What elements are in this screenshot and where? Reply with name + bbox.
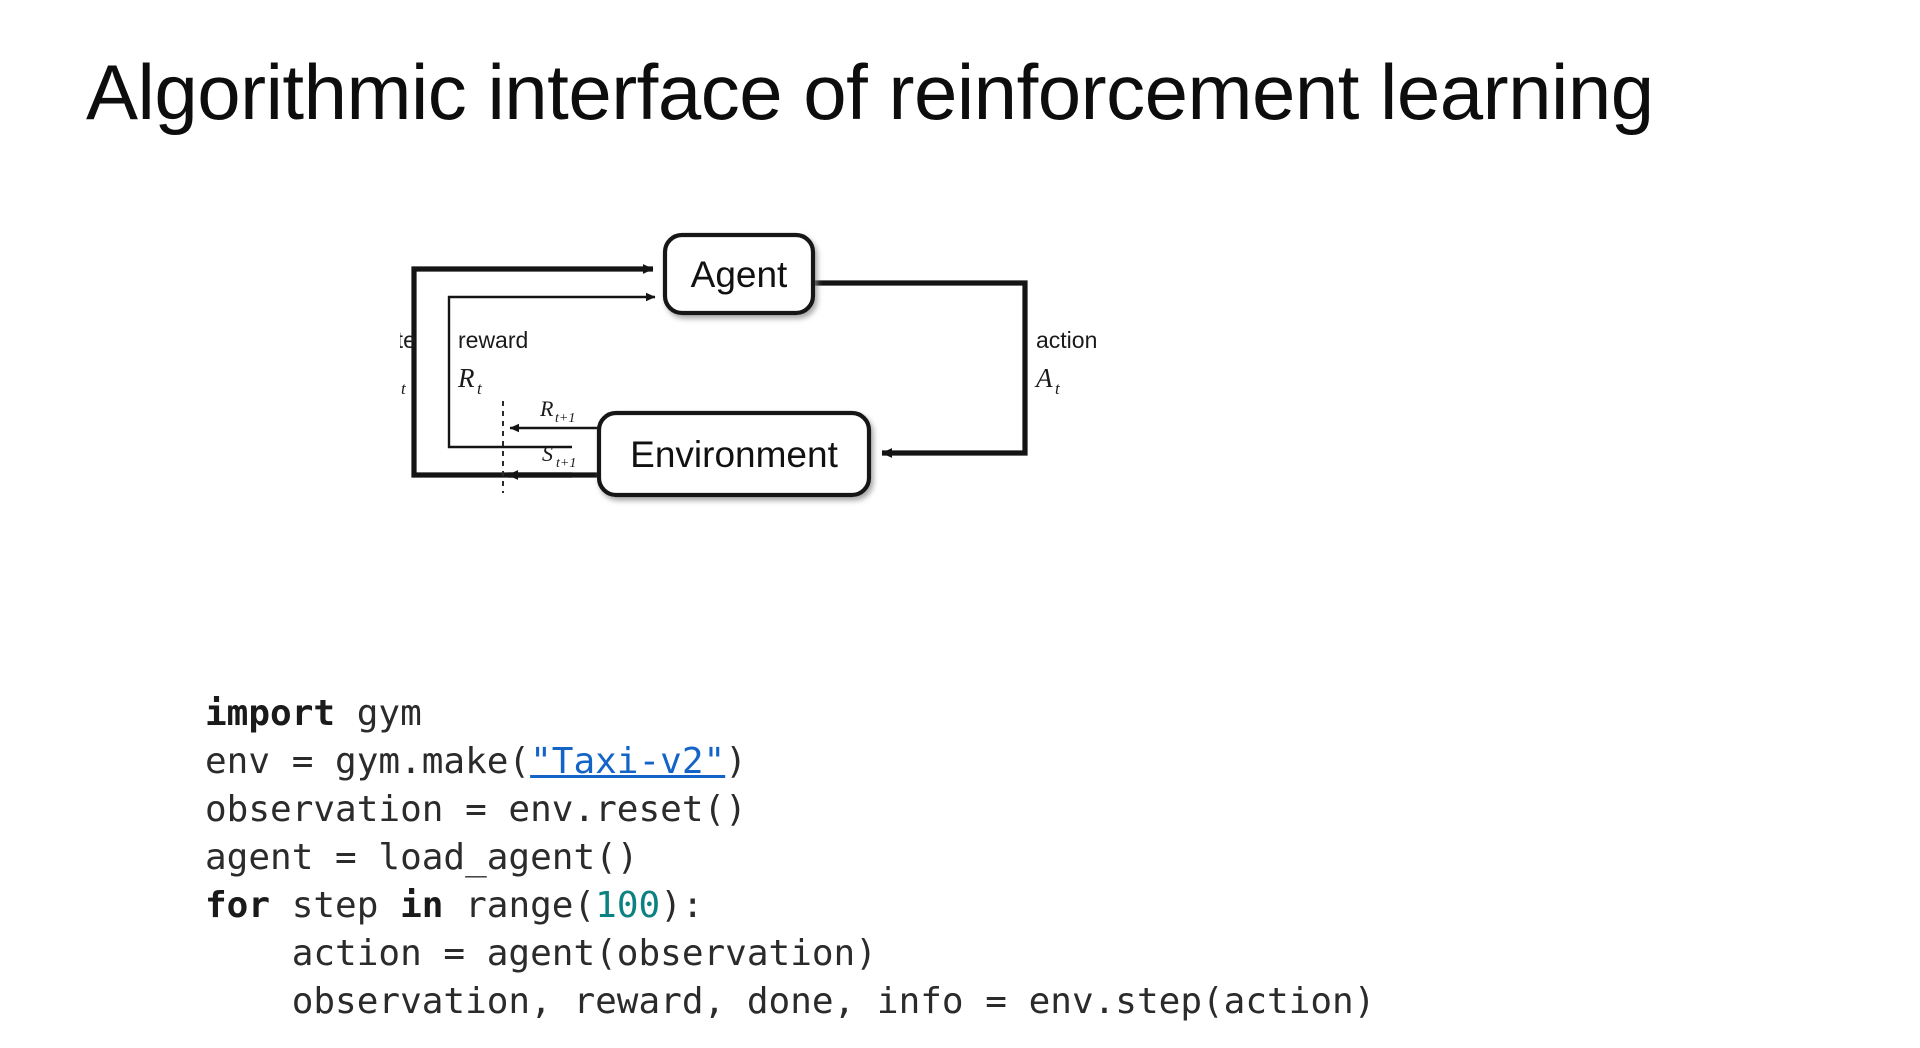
code-token: ) (725, 741, 747, 782)
code-keyword: for (205, 885, 271, 926)
code-line: action = agent(observation) (205, 930, 1375, 978)
label-action-subscript: t (1055, 379, 1061, 398)
label-reward-subscript: t (477, 379, 483, 398)
label-next-reward: R t+1 (539, 396, 575, 426)
label-next-reward-symbol: R (539, 396, 554, 421)
code-token: step (270, 885, 401, 926)
label-reward: reward R t (457, 327, 528, 398)
agent-box: Agent (662, 232, 816, 316)
code-keyword: in (400, 885, 444, 926)
label-next-state: S t+1 (542, 441, 576, 471)
label-next-state-subscript: t+1 (556, 456, 576, 471)
code-link-taxi-v2[interactable]: "Taxi-v2" (530, 741, 726, 782)
code-token: observation, reward, done, info = env.st… (205, 981, 1376, 1022)
code-token: observation = env.reset() (205, 789, 747, 830)
code-token: ): (660, 885, 704, 926)
code-token: env = gym.make( (205, 741, 531, 782)
label-reward-symbol: R (457, 363, 475, 393)
label-state: state S t (400, 327, 416, 398)
edge-state-loop (411, 264, 654, 478)
code-line: agent = load_agent() (205, 834, 1375, 882)
code-line: observation = env.reset() (205, 786, 1375, 834)
code-line: for step in range(100): (205, 882, 1375, 930)
label-action-symbol: A (1034, 363, 1053, 393)
code-token: range( (443, 885, 596, 926)
label-action: action A t (1034, 327, 1097, 398)
environment-box-label: Environment (630, 434, 838, 475)
code-line: import gym (205, 690, 1375, 738)
page-title: Algorithmic interface of reinforcement l… (86, 48, 1654, 136)
edge-action-loop (812, 280, 1028, 458)
label-next-state-symbol: S (542, 441, 553, 466)
environment-box: Environment (596, 410, 872, 498)
label-next-reward-subscript: t+1 (555, 411, 575, 426)
code-line: observation, reward, done, info = env.st… (205, 978, 1376, 1026)
rl-loop-diagram: Agent Environment state S t reward R t a… (400, 215, 1200, 545)
label-reward-word: reward (458, 327, 528, 353)
label-action-word: action (1036, 327, 1097, 353)
code-token: action = agent(observation) (205, 933, 877, 974)
label-state-subscript: t (401, 379, 407, 398)
code-number: 100 (595, 885, 661, 926)
code-token: gym (335, 693, 422, 734)
code-line: env = gym.make("Taxi-v2") (205, 738, 1375, 786)
code-token: agent = load_agent() (205, 837, 639, 878)
code-keyword: import (205, 693, 336, 734)
agent-box-label: Agent (691, 254, 788, 295)
label-state-word: state (400, 327, 416, 353)
edge-reward-loop (447, 292, 656, 449)
